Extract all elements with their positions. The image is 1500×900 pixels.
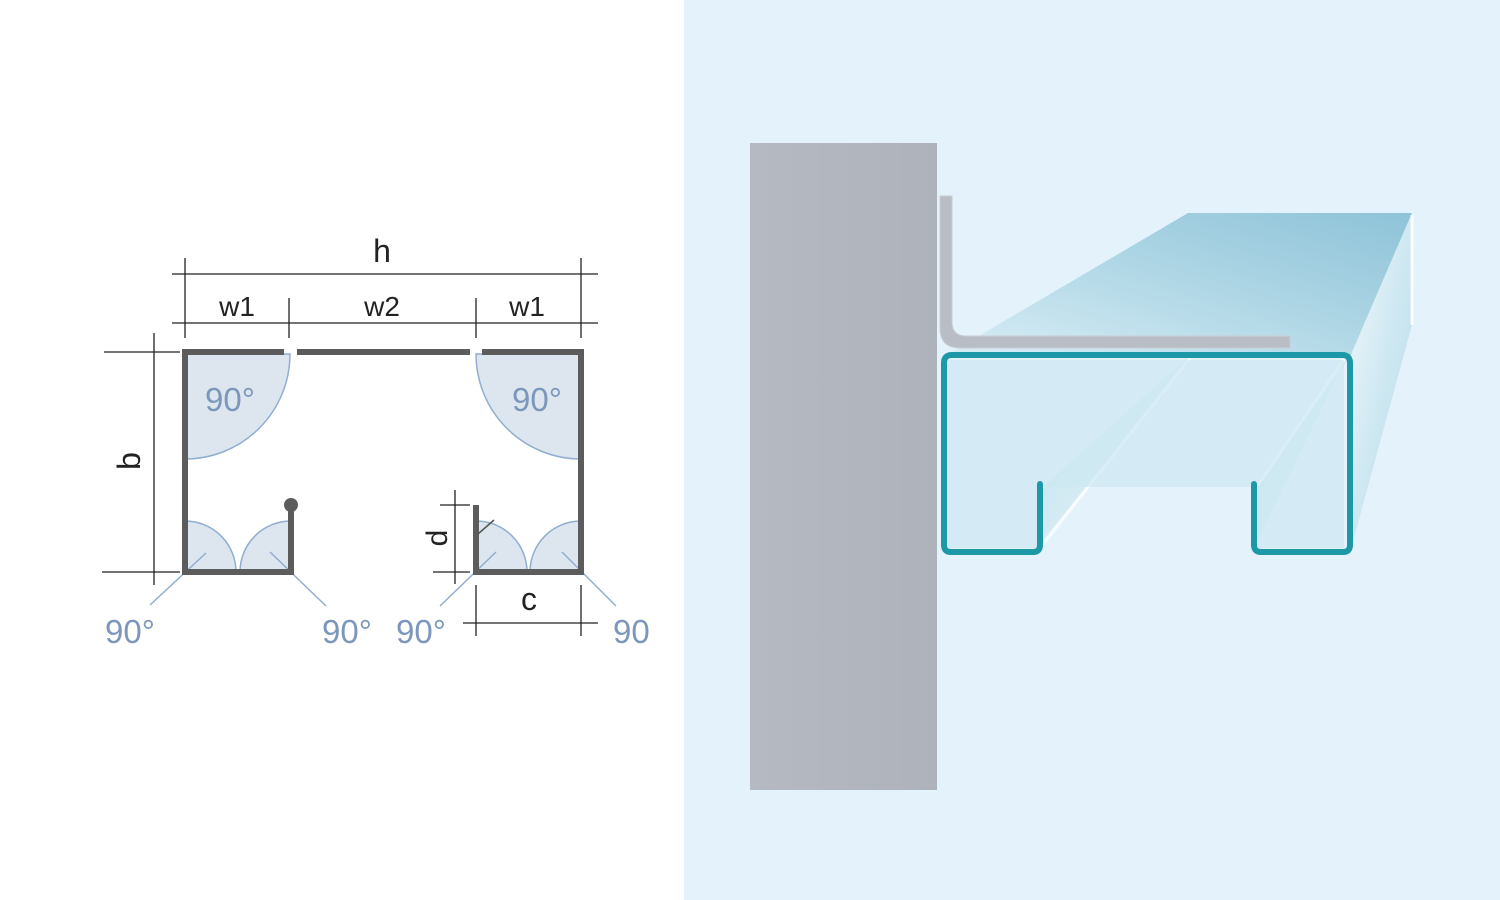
angle-label-bottom-left-inner: 90° <box>322 613 372 650</box>
wall-block <box>750 143 937 790</box>
dim-label-d: d <box>421 530 454 547</box>
profile-outline <box>182 349 584 575</box>
angle-sector-top-right <box>475 353 582 460</box>
dim-label-w1-right: w1 <box>508 291 545 322</box>
angle-leaders <box>149 551 617 607</box>
dimension-lines <box>102 258 598 636</box>
leader-bottom-right-inner <box>439 551 497 607</box>
profile-left-segment <box>182 349 294 575</box>
leader-bottom-left-inner <box>269 551 327 607</box>
angle-sector-bottom-left <box>184 520 237 573</box>
angle-label-bottom-left: 90° <box>105 613 155 650</box>
dim-label-h: h <box>373 233 391 269</box>
leader-bottom-right <box>561 551 617 607</box>
left-panel-edge-mask <box>649 600 684 660</box>
channel-front-fill <box>948 360 1344 548</box>
dim-label-b: b <box>111 452 147 470</box>
angle-label-bottom-right-inner: 90° <box>396 613 446 650</box>
angle-bracket <box>939 195 1291 349</box>
leader-bottom-left <box>149 552 207 606</box>
dim-label-w2: w2 <box>363 291 400 322</box>
dim-label-w1-left: w1 <box>218 291 255 322</box>
angle-label-top-left: 90° <box>205 381 255 418</box>
channel-top-face <box>943 213 1412 357</box>
angle-label-top-right: 90° <box>512 381 562 418</box>
profile-lip-end <box>284 498 298 512</box>
profile-right-segment <box>473 349 584 575</box>
angle-label-bottom-right: 90 <box>613 613 650 650</box>
angle-sector-top-left <box>184 353 291 460</box>
channel-right-face <box>1350 213 1412 552</box>
lip-inner-tick <box>477 519 495 535</box>
dim-label-c: c <box>521 581 537 617</box>
channel-profile-outline <box>941 352 1353 555</box>
channel-3d-body <box>943 213 1414 552</box>
